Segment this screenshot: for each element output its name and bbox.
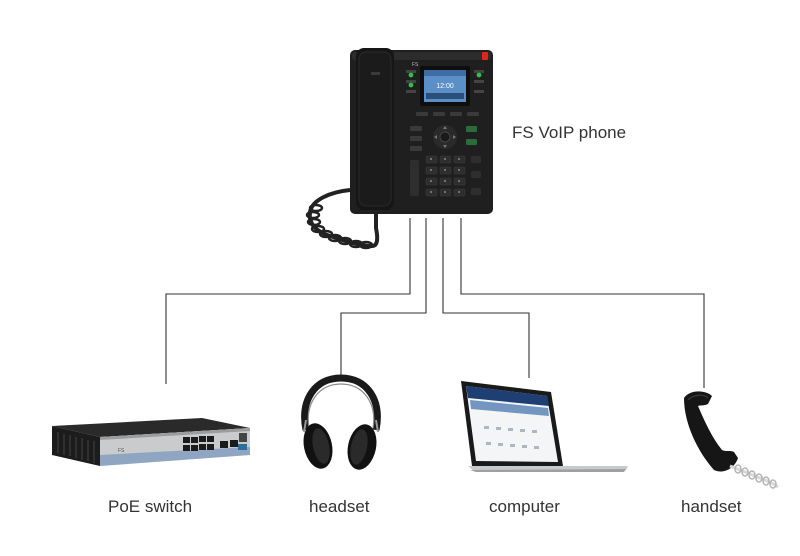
line-to-headset <box>340 218 427 378</box>
connection-lines <box>165 218 705 388</box>
handset-label: handset <box>681 497 742 516</box>
handset-coiled-cord <box>729 464 779 489</box>
computer-label: computer <box>489 497 560 516</box>
phone-function-keys <box>410 126 477 151</box>
switch-vent <box>57 432 95 463</box>
line-to-computer <box>442 218 530 378</box>
phone-navigation-pad <box>433 125 457 149</box>
switch-ports <box>183 436 238 451</box>
headset <box>301 374 381 470</box>
headset-headband <box>301 374 381 431</box>
line-to-poe-switch <box>165 218 411 384</box>
handset-cord-coils <box>734 464 777 489</box>
phone-cord-coils <box>305 203 374 250</box>
phone-line-keys <box>406 70 484 93</box>
handset-body <box>684 391 738 472</box>
poe-switch-label: PoE switch <box>108 497 193 516</box>
computer <box>461 381 628 472</box>
headset-label: headset <box>309 497 370 516</box>
phone-screen-clock: 12:00 <box>436 83 454 90</box>
phone-keypad-marks <box>430 158 460 193</box>
phone-soft-keys <box>416 112 479 116</box>
laptop-screen-content <box>484 426 539 449</box>
phone-message-led <box>482 52 488 60</box>
handset <box>684 391 779 489</box>
poe-switch: FS <box>52 418 250 466</box>
switch-brand-logo: FS <box>118 448 125 454</box>
switch-top <box>52 418 250 437</box>
line-to-handset <box>460 218 705 388</box>
voip-phone: 12:00 FS <box>305 48 493 250</box>
phone-side-keys <box>410 156 481 196</box>
voip-phone-label: FS VoIP phone <box>512 123 627 142</box>
phone-brand-logo: FS <box>412 62 419 68</box>
